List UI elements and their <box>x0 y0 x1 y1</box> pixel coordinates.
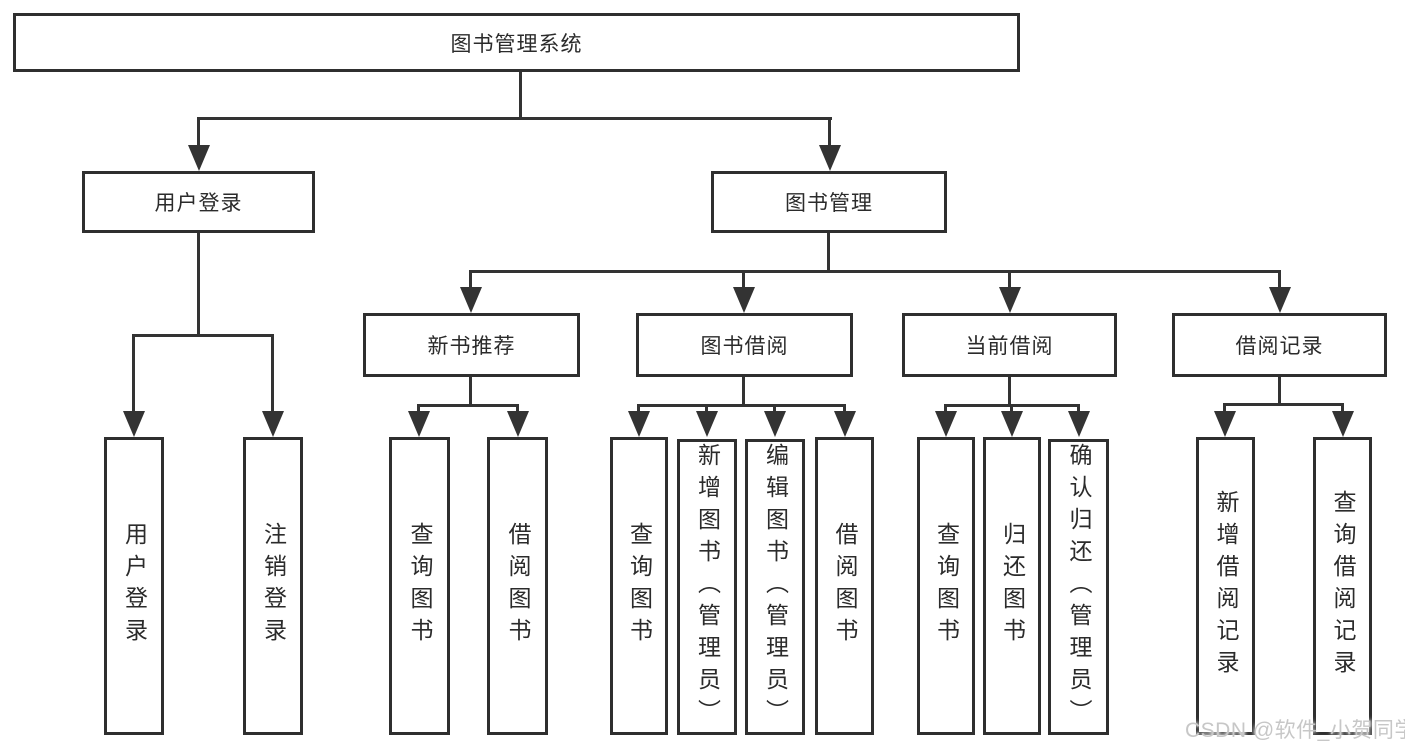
arrowhead-down-icon <box>1214 411 1236 437</box>
leaf-label: 确认归还（管理员） <box>1066 443 1092 731</box>
connector-line <box>516 404 519 413</box>
node-label: 图书管理系统 <box>450 32 583 56</box>
arrowhead-down-icon <box>188 145 210 171</box>
node-label: 图书借阅 <box>700 335 789 358</box>
connector-line <box>271 334 274 413</box>
leaf-nbr-query-books: 查询图书 <box>389 437 450 735</box>
node-current-borrowing: 当前借阅 <box>902 313 1117 377</box>
leaf-label: 借阅图书 <box>832 522 858 650</box>
arrowhead-down-icon <box>1068 411 1090 437</box>
connector-line <box>1341 403 1344 413</box>
node-label: 当前借阅 <box>965 335 1054 358</box>
csdn-watermark: CSDN @软件_小贺同学 <box>1185 719 1405 742</box>
arrowhead-down-icon <box>764 411 786 437</box>
leaf-label: 编辑图书（管理员） <box>762 443 789 731</box>
connector-line <box>197 117 832 120</box>
node-user-login: 用户登录 <box>82 171 315 233</box>
arrowhead-down-icon <box>507 411 529 437</box>
arrowhead-down-icon <box>262 411 284 437</box>
connector-line <box>828 117 831 148</box>
node-label: 借阅记录 <box>1235 335 1324 358</box>
leaf-br-query-record: 查询借阅记录 <box>1313 437 1372 735</box>
leaf-label: 归还图书 <box>999 522 1026 650</box>
connector-line <box>773 404 776 413</box>
node-label: 新书推荐 <box>427 335 516 358</box>
connector-line <box>1223 403 1344 406</box>
connector-line <box>132 334 135 413</box>
leaf-label: 新增图书（管理员） <box>694 443 721 731</box>
arrowhead-down-icon <box>628 411 650 437</box>
connector-line <box>637 404 846 407</box>
leaf-nbr-borrow-books: 借阅图书 <box>487 437 548 735</box>
leaf-cb-return-books: 归还图书 <box>983 437 1041 735</box>
connector-line <box>132 334 274 337</box>
node-book-borrowing: 图书借阅 <box>636 313 853 377</box>
arrowhead-down-icon <box>935 411 957 437</box>
connector-line <box>197 117 200 148</box>
node-label: 图书管理 <box>785 192 873 215</box>
node-new-book-recommend: 新书推荐 <box>363 313 580 377</box>
connector-line <box>1008 377 1011 407</box>
connector-line <box>197 233 200 337</box>
leaf-label: 查询图书 <box>626 522 653 650</box>
leaf-label: 借阅图书 <box>505 522 531 650</box>
leaf-logout: 注销登录 <box>243 437 303 735</box>
leaf-label: 查询图书 <box>933 522 960 650</box>
leaf-user-login: 用户登录 <box>104 437 164 735</box>
arrowhead-down-icon <box>1332 411 1354 437</box>
connector-line <box>827 233 830 273</box>
arrowhead-down-icon <box>696 411 718 437</box>
leaf-br-add-record: 新增借阅记录 <box>1196 437 1255 735</box>
arrowhead-down-icon <box>408 411 430 437</box>
leaf-bb-borrow-books: 借阅图书 <box>815 437 874 735</box>
connector-line <box>944 404 947 413</box>
arrowhead-down-icon <box>819 145 841 171</box>
connector-line <box>469 270 1281 273</box>
connector-line <box>637 404 640 413</box>
connector-line <box>843 404 846 413</box>
connector-line <box>1278 270 1281 289</box>
arrowhead-down-icon <box>1269 287 1291 313</box>
connector-line <box>1010 404 1013 413</box>
leaf-label: 注销登录 <box>260 522 287 650</box>
connector-line <box>1077 404 1080 413</box>
leaf-bb-query-books: 查询图书 <box>610 437 668 735</box>
leaf-label: 新增借阅记录 <box>1213 490 1239 682</box>
connector-line <box>742 377 745 407</box>
leaf-label: 查询图书 <box>407 522 433 650</box>
connector-line <box>469 270 472 289</box>
connector-line <box>469 377 472 407</box>
leaf-cb-confirm-return-admin: 确认归还（管理员） <box>1048 439 1109 735</box>
node-book-management: 图书管理 <box>711 171 947 233</box>
arrowhead-down-icon <box>733 287 755 313</box>
leaf-cb-query-books: 查询图书 <box>917 437 975 735</box>
connector-line <box>742 270 745 289</box>
node-borrowing-records: 借阅记录 <box>1172 313 1387 377</box>
arrowhead-down-icon <box>460 287 482 313</box>
connector-line <box>417 404 420 413</box>
connector-line <box>417 404 519 407</box>
arrowhead-down-icon <box>999 287 1021 313</box>
arrowhead-down-icon <box>123 411 145 437</box>
leaf-bb-edit-books-admin: 编辑图书（管理员） <box>745 439 805 735</box>
arrowhead-down-icon <box>1001 411 1023 437</box>
connector-line <box>1008 270 1011 289</box>
connector-line <box>1223 403 1226 413</box>
node-label: 用户登录 <box>154 192 243 215</box>
connector-line <box>519 72 522 119</box>
arrowhead-down-icon <box>834 411 856 437</box>
node-library-management-system: 图书管理系统 <box>13 13 1020 72</box>
connector-line <box>1278 377 1281 406</box>
leaf-label: 查询借阅记录 <box>1330 490 1356 682</box>
leaf-label: 用户登录 <box>121 522 148 650</box>
leaf-bb-add-books-admin: 新增图书（管理员） <box>677 439 737 735</box>
connector-line <box>705 404 708 413</box>
